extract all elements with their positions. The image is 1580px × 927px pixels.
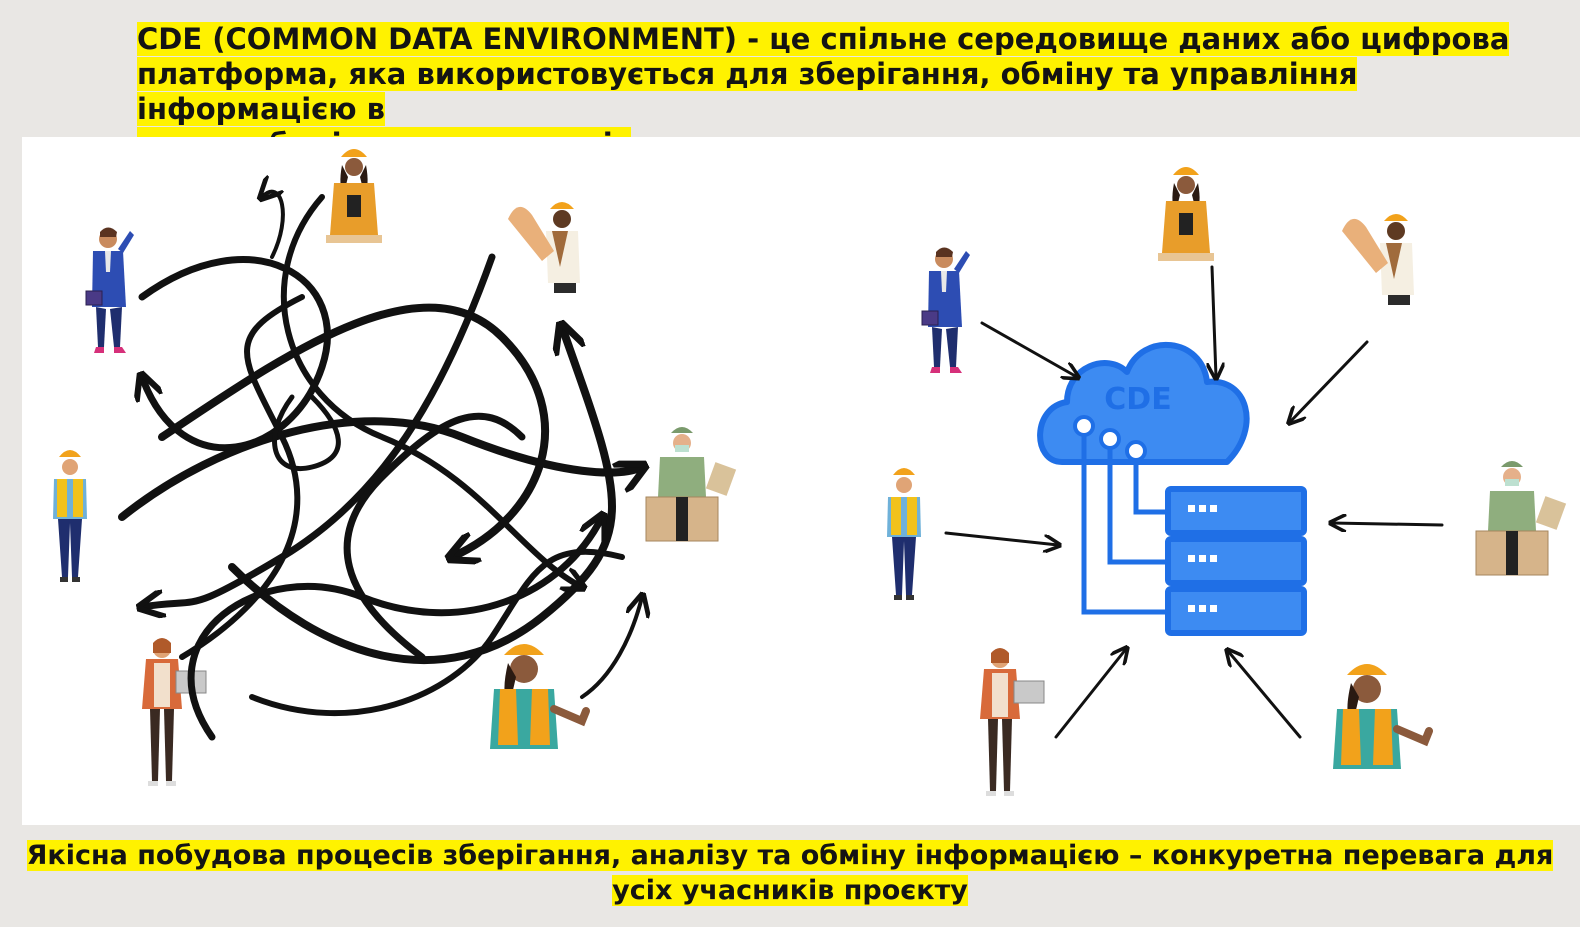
courier-right xyxy=(1475,460,1567,576)
chaos-side xyxy=(53,149,737,787)
cde-cloud-icon: CDE xyxy=(1037,341,1250,465)
inbound-arrows xyxy=(944,265,1444,739)
laptop-woman-right xyxy=(979,647,1045,797)
conclusion-line-2: усіх учасників проєкту xyxy=(612,875,968,906)
illustration-panel: CDE xyxy=(22,137,1580,825)
businessman-left xyxy=(85,227,135,354)
server-stack-icon xyxy=(1165,486,1307,636)
conclusion-caption: Якісна побудова процесів зберігання, ана… xyxy=(0,838,1580,908)
woman-hardhat-left xyxy=(326,149,382,243)
comparison-illustration: CDE xyxy=(53,149,1567,797)
woman-hardhat-right xyxy=(1158,167,1214,261)
cde-cloud-label: CDE xyxy=(1104,382,1171,417)
vest-worker-right xyxy=(887,468,921,600)
businessman-right xyxy=(921,247,971,374)
conclusion-line-1: Якісна побудова процесів зберігання, ана… xyxy=(26,840,1554,871)
vest-worker-left xyxy=(53,450,87,582)
definition-line-1: CDE (COMMON DATA ENVIRONMENT) - це спіль… xyxy=(137,22,1510,56)
cloud-server-connectors xyxy=(1081,435,1168,615)
blueprint-worker-left xyxy=(508,202,580,293)
courier-left xyxy=(645,426,737,542)
blueprint-worker-right xyxy=(1342,214,1414,305)
thumbs-up-worker-right xyxy=(1333,664,1429,769)
cde-side: CDE xyxy=(887,167,1567,797)
definition-line-2: платформа, яка використовується для збер… xyxy=(137,57,1358,126)
tangled-arrows xyxy=(118,192,642,741)
thumbs-up-worker-left xyxy=(490,644,586,749)
